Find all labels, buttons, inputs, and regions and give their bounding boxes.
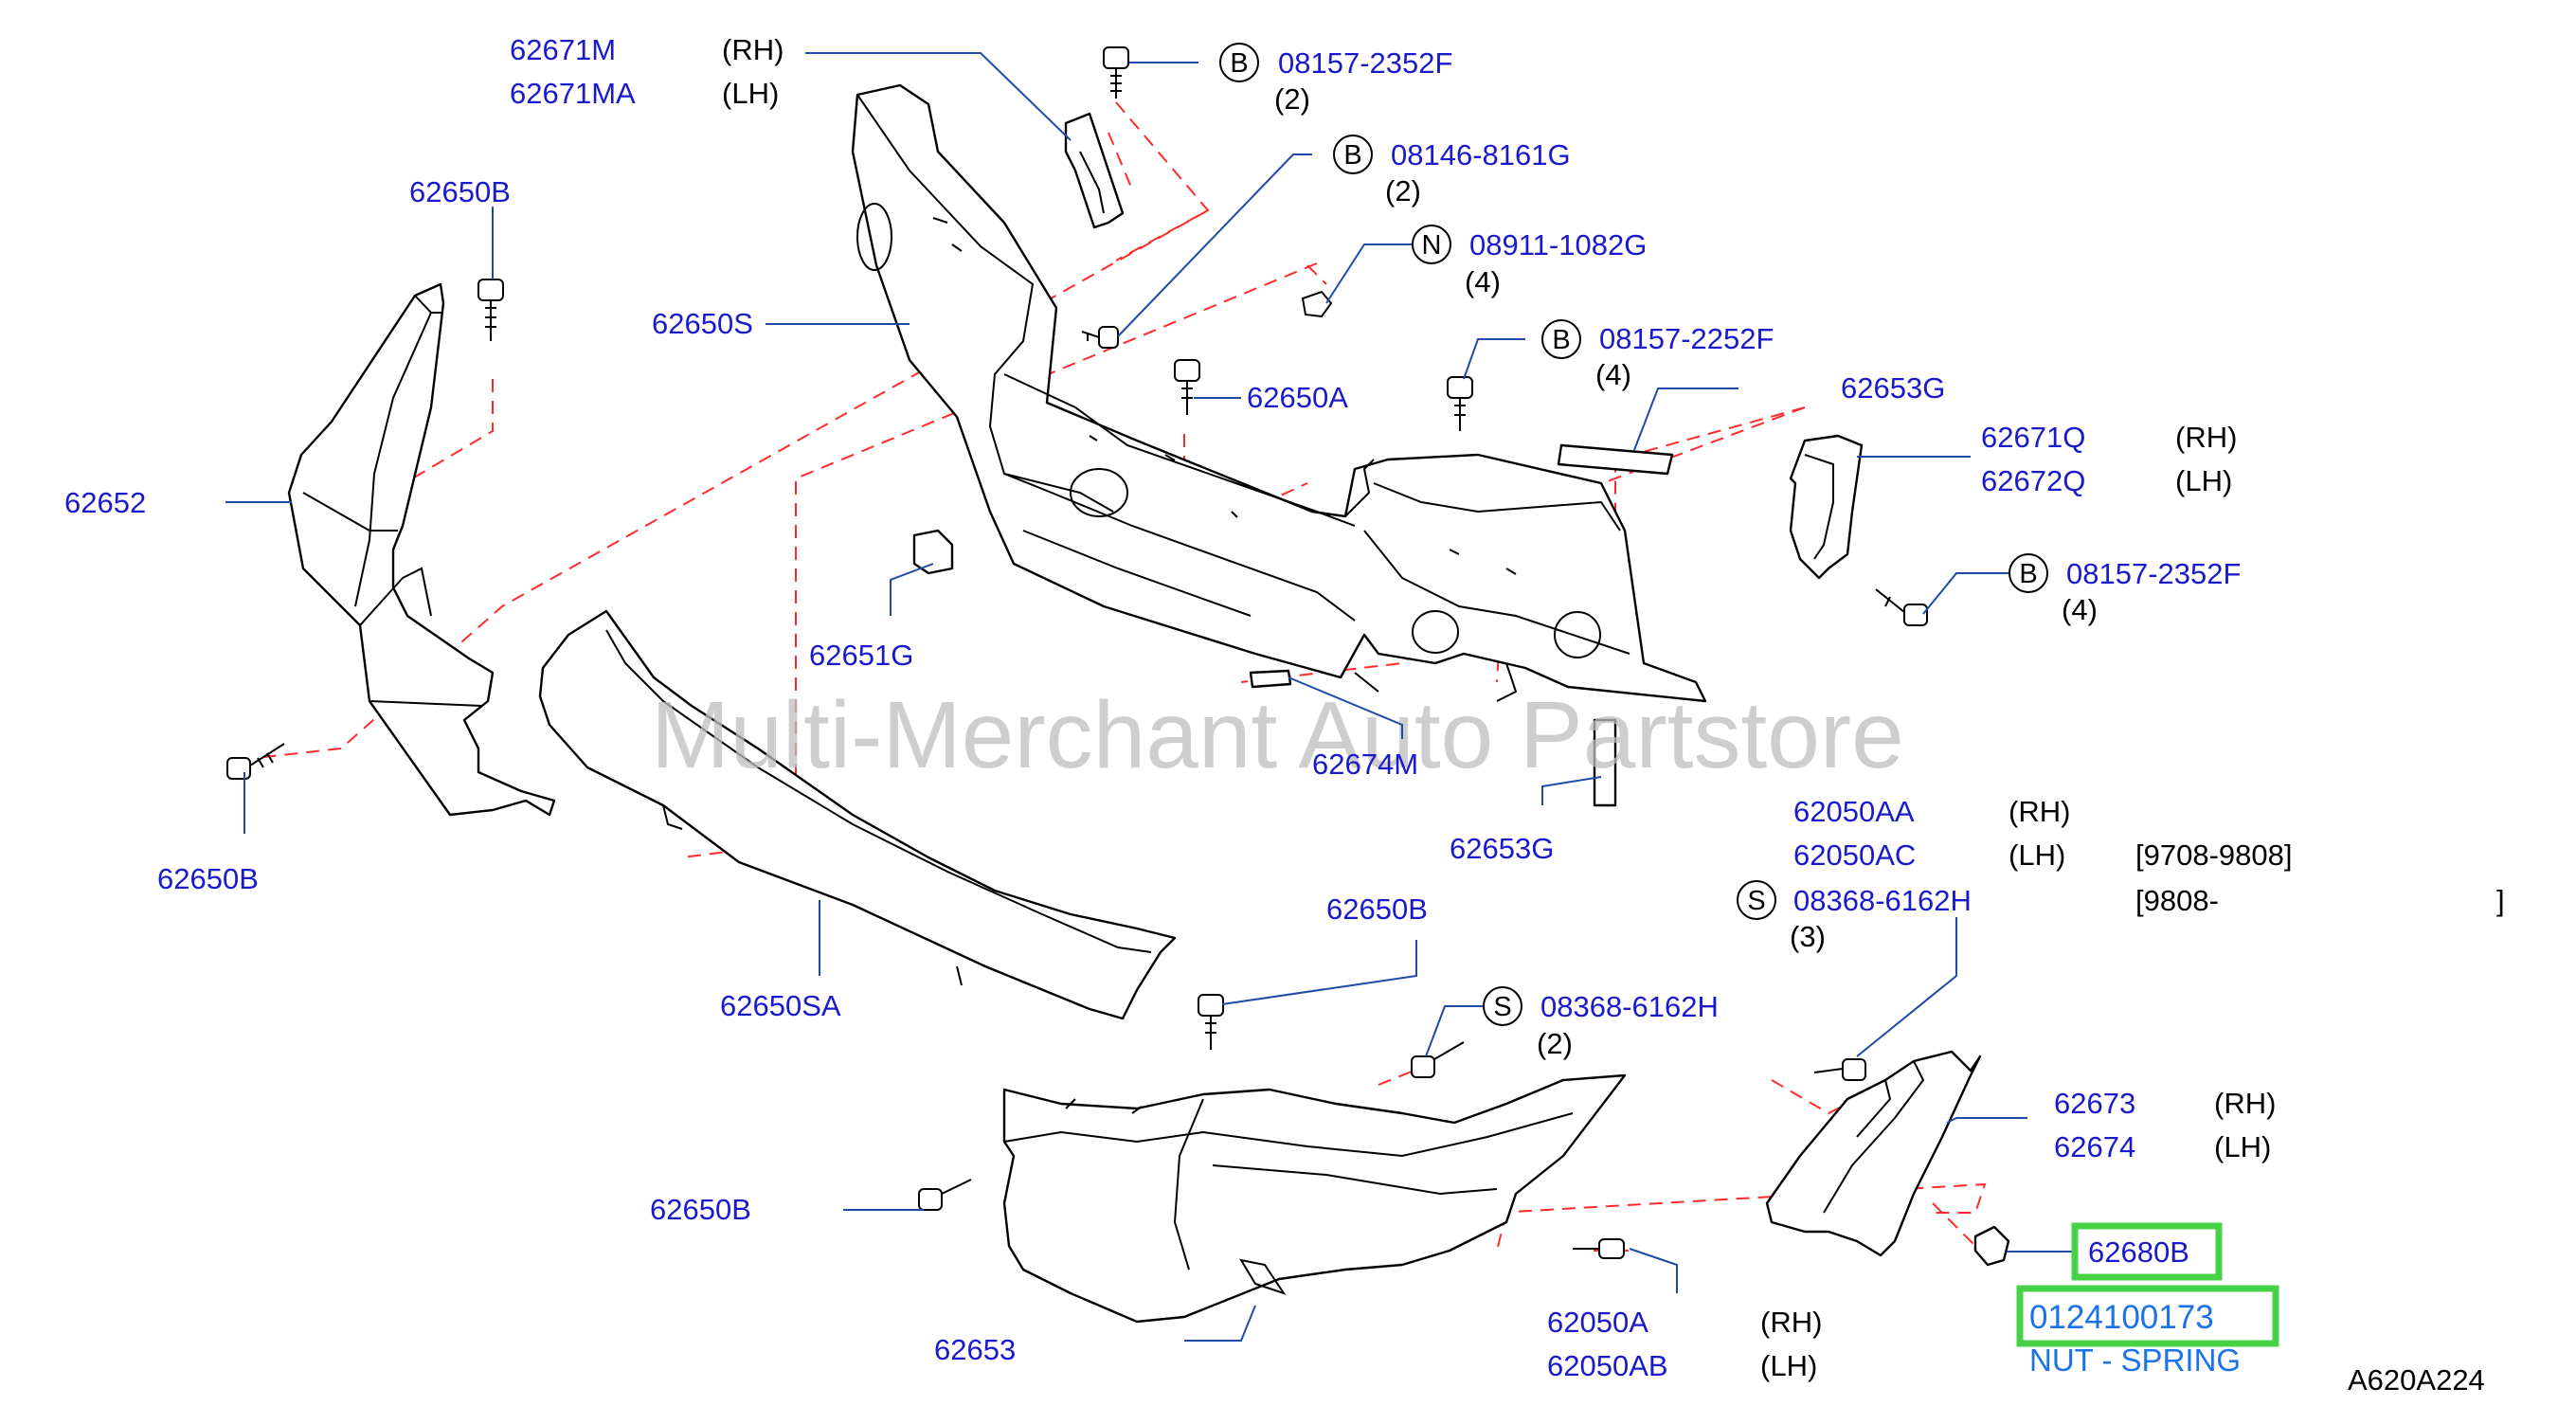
part-62674M xyxy=(1249,669,1292,689)
badge-s-08368-6162H: S xyxy=(1493,992,1511,1022)
watermark-text: Multi-Merchant Auto Partstore xyxy=(651,682,1904,788)
assembly-dashed-lines xyxy=(255,101,1987,1252)
diagram-code: A620A224 xyxy=(2348,1363,2485,1397)
part-62651G xyxy=(912,529,954,575)
label-62050AA[interactable]: 62050AA xyxy=(1793,795,1915,828)
badge-b-08146-8161G: B xyxy=(1343,140,1361,171)
label-08368-6162H-right-qty: (3) xyxy=(1790,920,1826,953)
part-62680B xyxy=(1973,1225,2010,1267)
label-62650A[interactable]: 62650A xyxy=(1247,381,1348,414)
part-62673 xyxy=(1765,1050,1982,1257)
label-62050AA-side: (RH) xyxy=(2009,795,2070,828)
label-08368-6162H-qty: (2) xyxy=(1537,1027,1573,1060)
leader-lines xyxy=(225,52,2075,1342)
part-62671M xyxy=(1064,112,1125,229)
label-08911-1082G[interactable]: 08911-1082G xyxy=(1469,228,1647,261)
label-part-number[interactable]: 0124100173 xyxy=(2029,1299,2214,1336)
label-08157-2252F-qty: (4) xyxy=(1595,358,1631,391)
label-62671MA[interactable]: 62671MA xyxy=(510,77,636,110)
label-62671MA-side: (LH) xyxy=(722,77,779,110)
label-part-description: NUT - SPRING xyxy=(2029,1343,2241,1378)
label-62050A-side: (RH) xyxy=(1760,1306,1822,1339)
label-08146-8161G-qty: (2) xyxy=(1385,174,1421,207)
label-62650B-center[interactable]: 62650B xyxy=(1326,892,1428,926)
label-62672Q-side: (LH) xyxy=(2175,464,2232,497)
part-labels: 62671M (RH) 62671MA (LH) 08157-2352F (2)… xyxy=(64,33,2505,1397)
label-62672Q[interactable]: 62672Q xyxy=(1981,464,2085,497)
part-62653G-bot xyxy=(1593,718,1617,807)
label-62050AB-side: (LH) xyxy=(1760,1349,1817,1382)
label-62652[interactable]: 62652 xyxy=(64,486,146,519)
label-62674M[interactable]: 62674M xyxy=(1312,748,1418,781)
label-62651G[interactable]: 62651G xyxy=(809,639,913,672)
label-62653[interactable]: 62653 xyxy=(934,1333,1016,1366)
label-62650B-bottom-left[interactable]: 62650B xyxy=(157,862,259,895)
badge-b-08157-2352F: B xyxy=(1230,48,1248,79)
label-62671M-side: (RH) xyxy=(722,33,784,66)
label-08157-2352F-qty: (2) xyxy=(1274,82,1310,116)
label-08157-2352F-right-qty: (4) xyxy=(2062,593,2098,626)
label-08911-1082G-qty: (4) xyxy=(1465,265,1501,298)
part-62650SA xyxy=(538,609,1177,1020)
label-08157-2352F-right[interactable]: 08157-2352F xyxy=(2066,557,2241,590)
label-08157-2252F[interactable]: 08157-2252F xyxy=(1599,322,1774,355)
label-08157-2352F[interactable]: 08157-2352F xyxy=(1278,46,1452,80)
badge-b-08157-2352F-right: B xyxy=(2019,559,2037,589)
part-62653G-top xyxy=(1557,443,1674,476)
part-62671Q xyxy=(1789,434,1864,580)
label-62671M[interactable]: 62671M xyxy=(510,33,616,66)
label-62050AC-range: [9708-9808] xyxy=(2135,838,2292,872)
label-62050AC-side: (LH) xyxy=(2009,838,2065,872)
label-62673[interactable]: 62673 xyxy=(2054,1087,2135,1120)
label-62680B[interactable]: 62680B xyxy=(2088,1235,2189,1269)
label-62650B-lower-left[interactable]: 62650B xyxy=(650,1193,751,1226)
label-62653G-top[interactable]: 62653G xyxy=(1841,371,1945,405)
highlight-box-part-number xyxy=(2016,1285,2279,1347)
part-62652 xyxy=(287,282,556,817)
label-62050A[interactable]: 62050A xyxy=(1547,1306,1648,1339)
label-08368-6162H-right-range-end: ] xyxy=(2496,884,2505,917)
part-drawings xyxy=(226,46,2010,1324)
label-62050AC[interactable]: 62050AC xyxy=(1793,838,1916,872)
badge-s-08368-6162H-right: S xyxy=(1747,886,1765,916)
label-62673-side: (RH) xyxy=(2214,1087,2276,1120)
label-08146-8161G[interactable]: 08146-8161G xyxy=(1391,138,1571,171)
label-08368-6162H[interactable]: 08368-6162H xyxy=(1540,990,1719,1023)
label-62650SA[interactable]: 62650SA xyxy=(720,989,841,1022)
label-62671Q[interactable]: 62671Q xyxy=(1981,421,2085,454)
highlight-box-62680B xyxy=(2071,1222,2223,1281)
label-62650B-top-left[interactable]: 62650B xyxy=(409,175,511,208)
label-62050AB[interactable]: 62050AB xyxy=(1547,1349,1668,1382)
badge-n-08911-1082G: N xyxy=(1422,230,1442,261)
label-08368-6162H-right[interactable]: 08368-6162H xyxy=(1793,884,1972,917)
label-62674[interactable]: 62674 xyxy=(2054,1130,2135,1163)
label-62650S[interactable]: 62650S xyxy=(652,307,753,340)
label-62653G-bottom[interactable]: 62653G xyxy=(1450,832,1554,865)
symbol-badges: B B N B B S S xyxy=(1219,43,2048,1026)
badge-b-08157-2252F: B xyxy=(1552,325,1570,355)
label-08368-6162H-right-range-start: [9808- xyxy=(2135,884,2219,917)
label-62671Q-side: (RH) xyxy=(2175,421,2237,454)
bolts xyxy=(226,46,1928,1259)
part-62653 xyxy=(1002,1073,1627,1324)
label-62674-side: (LH) xyxy=(2214,1130,2271,1163)
